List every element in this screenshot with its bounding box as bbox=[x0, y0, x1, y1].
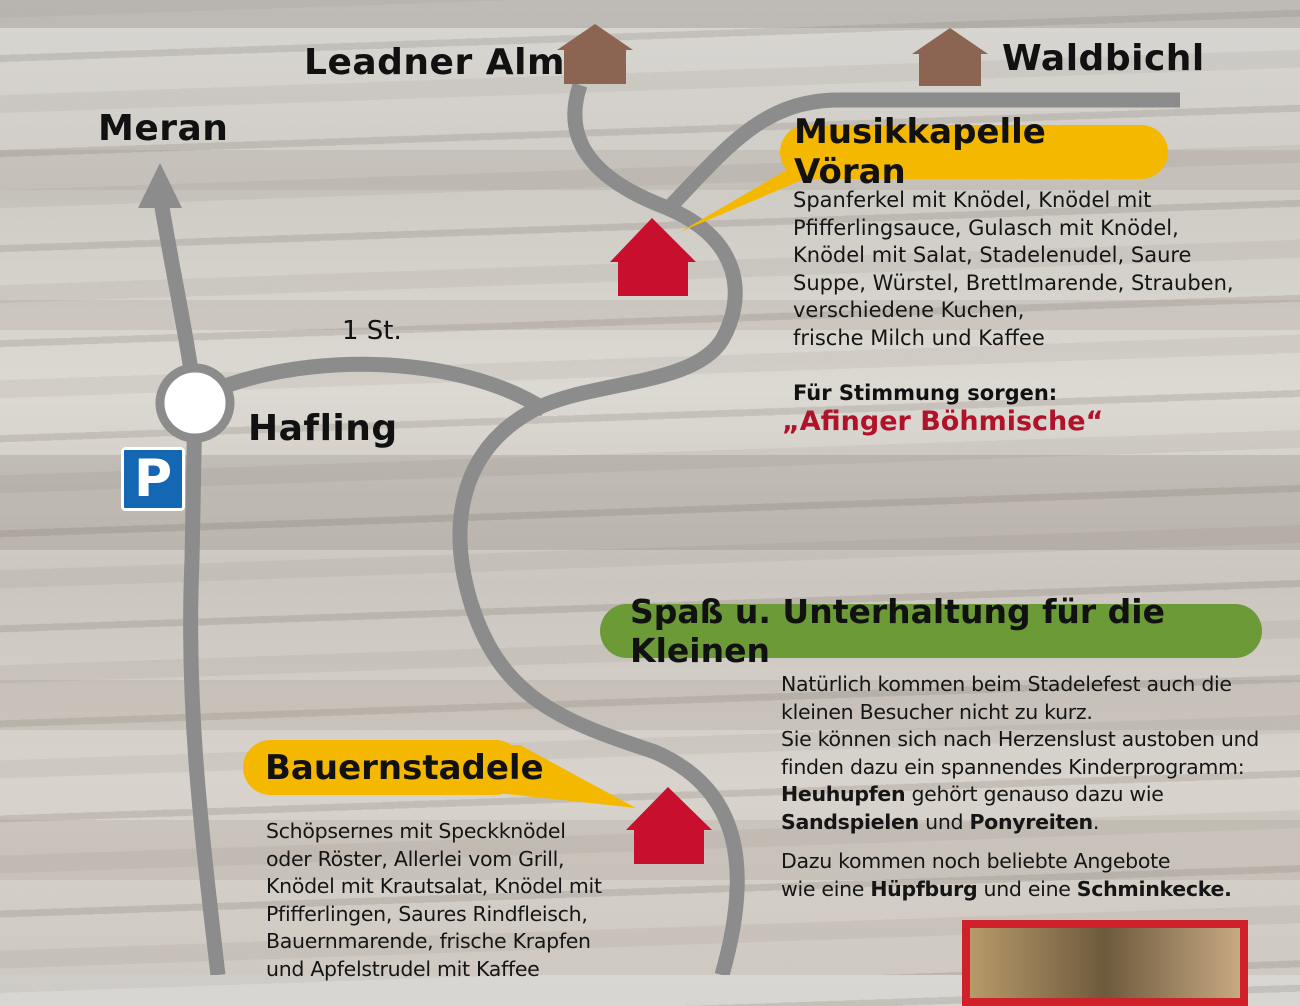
menu-line: und Apfelstrudel mit Kaffee bbox=[266, 956, 540, 981]
text-line: Sandspielen und Ponyreiten. bbox=[781, 809, 1259, 837]
text-line: Sie können sich nach Herzenslust austobe… bbox=[781, 727, 1259, 751]
place-leadner-alm: Leadner Alm bbox=[304, 42, 565, 83]
highlight: Sandspielen bbox=[781, 809, 919, 834]
road-waldbichl bbox=[659, 92, 1180, 218]
menu-line: Schöpsernes mit Speckknödel bbox=[266, 819, 566, 843]
highlight: Schminkecke. bbox=[1076, 876, 1232, 901]
place-meran: Meran bbox=[98, 108, 229, 149]
road-main-winding bbox=[452, 82, 745, 975]
place-hafling: Hafling bbox=[248, 408, 398, 449]
menu-line: Spanferkel mit Knödel, Knödel mit bbox=[793, 188, 1152, 212]
hafling-marker-icon bbox=[155, 363, 235, 443]
road-hafling-east bbox=[225, 356, 550, 417]
menu-line: Knödel mit Krautsalat, Knödel mit bbox=[266, 874, 602, 898]
text: gehört genauso dazu wie bbox=[905, 782, 1164, 806]
music-band: „Afinger Böhmische“ bbox=[782, 406, 1104, 437]
kids-text: Natürlich kommen beim Stadelefest auch d… bbox=[781, 671, 1259, 903]
musikkapelle-menu: Spanferkel mit Knödel, Knödel mit Pfiffe… bbox=[793, 187, 1234, 352]
text: . bbox=[1092, 809, 1100, 834]
menu-line: Pfifferlingen, Saures Rindfleisch, bbox=[266, 901, 588, 926]
waldbichl-house-icon bbox=[912, 28, 988, 86]
text-line: Dazu kommen noch beliebte Angebote bbox=[781, 849, 1171, 873]
leadner-alm-house-icon bbox=[557, 24, 633, 84]
menu-line: Knödel mit Salat, Stadelenudel, Saure bbox=[793, 243, 1192, 267]
wood-plank bbox=[0, 680, 1300, 730]
duration-label: 1 St. bbox=[342, 316, 402, 346]
highlight: Hüpfburg bbox=[870, 876, 978, 901]
music-label: Für Stimmung sorgen: bbox=[793, 381, 1058, 405]
bauernstadele-title: Bauernstadele bbox=[243, 740, 544, 795]
text-line: Heuhupfen gehört genauso dazu wie bbox=[781, 781, 1259, 809]
menu-line: Suppe, Würstel, Brettlmarende, Strauben, bbox=[793, 270, 1234, 295]
meran-arrow-icon bbox=[138, 163, 182, 208]
text: und bbox=[918, 809, 970, 834]
menu-line: Pfifferlingsauce, Gulasch mit Knödel, bbox=[793, 215, 1179, 240]
menu-line: Bauernmarende, frische Krapfen bbox=[266, 929, 591, 953]
musikkapelle-house-icon bbox=[610, 218, 696, 296]
route-map bbox=[138, 24, 1180, 975]
bauernstadele-house-icon bbox=[626, 787, 712, 864]
text-line: Natürlich kommen beim Stadelefest auch d… bbox=[781, 672, 1232, 696]
wood-plank bbox=[0, 455, 1300, 550]
kids-photo bbox=[962, 920, 1248, 1006]
musikkapelle-title: Musikkapelle Vöran bbox=[780, 112, 1168, 192]
highlight: Heuhupfen bbox=[781, 782, 906, 806]
menu-line: oder Röster, Allerlei vom Grill, bbox=[266, 846, 565, 871]
menu-line: frische Milch und Kaffee bbox=[793, 325, 1045, 350]
text-line: wie eine Hüpfburg und eine Schminkecke. bbox=[781, 876, 1259, 904]
menu-line: verschiedene Kuchen, bbox=[793, 298, 1025, 322]
road-meran bbox=[152, 193, 226, 975]
kids-title: Spaß u. Unterhaltung für die Kleinen bbox=[600, 592, 1262, 670]
musikkapelle-callout-pointer bbox=[680, 168, 830, 232]
text: und eine bbox=[977, 876, 1077, 901]
text: wie eine bbox=[781, 876, 871, 901]
text-line: finden dazu ein spannendes Kinderprogram… bbox=[781, 754, 1245, 779]
wood-plank bbox=[0, 0, 1300, 28]
bauernstadele-menu: Schöpsernes mit Speckknödel oder Röster,… bbox=[266, 818, 602, 983]
parking-icon: P bbox=[121, 447, 185, 511]
text-line: kleinen Besucher nicht zu kurz. bbox=[781, 699, 1093, 724]
place-waldbichl: Waldbichl bbox=[1002, 38, 1205, 79]
highlight: Ponyreiten bbox=[969, 809, 1093, 834]
wood-plank bbox=[0, 300, 1300, 330]
